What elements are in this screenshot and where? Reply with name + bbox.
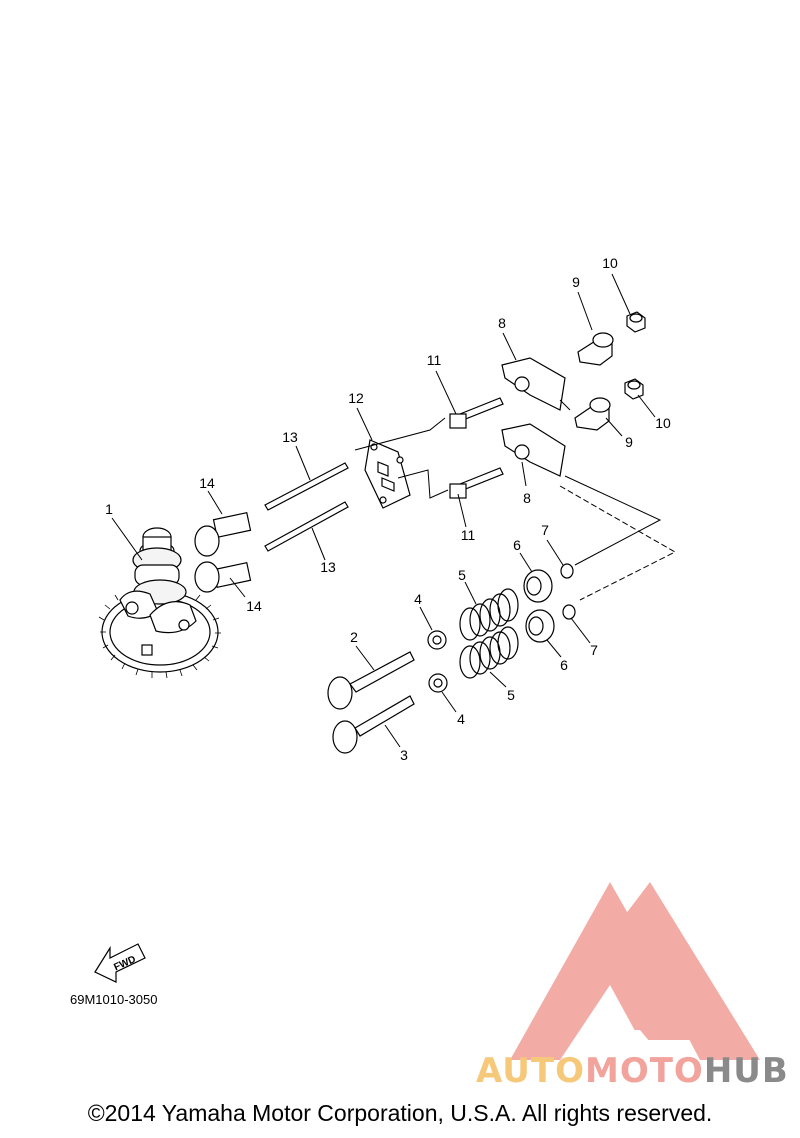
lock-nuts [624,311,646,400]
rocker-arms [501,357,566,477]
callout-12: 12 [348,390,364,406]
rocker-studs [449,397,504,499]
leader-lines [111,273,656,748]
watermark-logo [510,882,760,1060]
callout-9-lower: 9 [625,434,633,450]
callout-7-upper: 7 [541,522,549,538]
callout-10-lower: 10 [655,415,671,431]
push-rods [264,462,349,552]
callout-10-upper: 10 [602,255,618,271]
callout-9-upper: 9 [572,274,580,290]
watermark-hub: HUB [703,1051,789,1091]
valve-springs [459,588,519,679]
callout-13-lower: 13 [320,559,336,575]
callout-5-lower: 5 [507,687,515,703]
callout-11-lower: 11 [461,527,476,543]
fwd-arrow-icon: FWD [94,943,146,983]
callout-labels: 1 2 3 4 4 5 5 6 6 7 7 8 8 9 9 10 10 11 1… [105,255,671,763]
callout-4-lower: 4 [457,711,465,727]
assembly-lines [354,399,677,601]
watermark-auto: AUTO [476,1051,585,1091]
callout-14-lower: 14 [246,598,262,614]
valve-lifters [194,511,252,593]
valve-stem-seals [427,630,448,693]
camshaft-gear [98,527,221,679]
valves [327,651,415,754]
adjusting-screws [574,332,614,431]
callout-8-lower: 8 [523,490,531,506]
callout-2: 2 [350,629,358,645]
callout-6-lower: 6 [560,657,568,673]
diagram-part-code: 69M1010-3050 [70,992,158,1007]
callout-6-upper: 6 [513,537,521,553]
watermark-text: AUTOMOTOHUB [476,1054,789,1088]
gasket-plate [364,439,411,509]
valve-cotters [560,563,576,620]
callout-7-lower: 7 [590,642,598,658]
callout-4-upper: 4 [414,591,422,607]
callout-5-upper: 5 [458,567,466,583]
watermark-moto: MOTO [584,1051,704,1091]
copyright-notice: ©2014 Yamaha Motor Corporation, U.S.A. A… [87,1100,713,1126]
callout-1: 1 [105,501,113,517]
callout-11-upper: 11 [427,352,442,368]
callout-8-upper: 8 [498,315,506,331]
spring-retainers [523,569,555,643]
callout-14-upper: 14 [199,475,215,491]
callout-3: 3 [400,747,408,763]
callout-13-upper: 13 [282,429,298,445]
